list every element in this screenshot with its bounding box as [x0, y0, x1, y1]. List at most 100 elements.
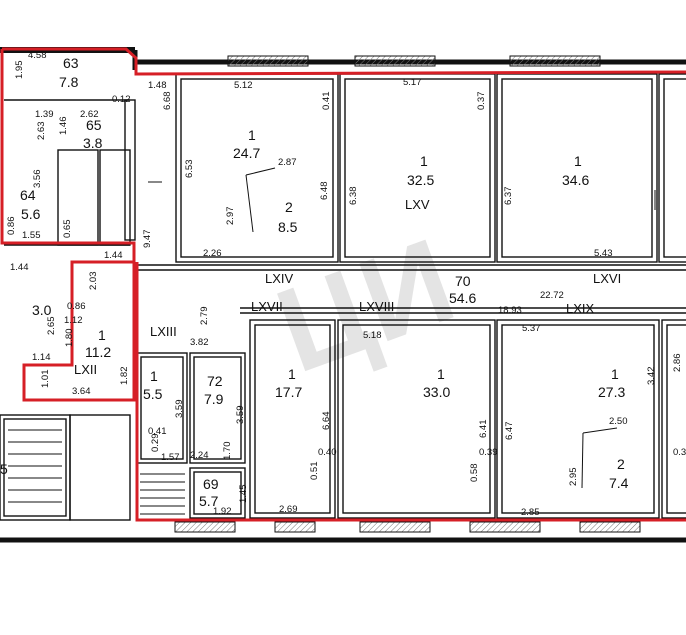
- room-number: 72: [207, 373, 223, 389]
- staircase-treads: [8, 429, 185, 515]
- dimension-label: 3.59: [235, 406, 246, 425]
- dimension-label: 0.65: [62, 220, 73, 239]
- dimension-label: 1.55: [22, 230, 41, 241]
- dimension-label: 0.41: [148, 426, 167, 437]
- dimension-label: 5.18: [363, 330, 382, 341]
- room-area: 54.6: [449, 290, 476, 306]
- room-number: 63: [63, 55, 79, 71]
- room-number: 69: [203, 476, 219, 492]
- unit-labels: LXIII LXIV LXV LXVI LXVII LXVIII LXIX LX…: [74, 197, 621, 377]
- dimension-label: 0.38: [673, 447, 686, 458]
- room-number: 1: [150, 368, 158, 384]
- dimension-label: 0.86: [67, 301, 86, 312]
- dimension-label: 6.53: [184, 160, 195, 179]
- unit-label: LXVI: [593, 271, 621, 286]
- dimension-label: 2.26: [203, 248, 222, 259]
- room-area: 7.9: [204, 391, 224, 407]
- unit-label: LXVII: [251, 299, 283, 314]
- dimension-label: 2.85: [521, 507, 540, 518]
- dimension-label: 1.12: [64, 315, 83, 326]
- room-area: 7.4: [609, 475, 629, 491]
- doors: [148, 167, 656, 489]
- windows-top: [227, 55, 601, 67]
- dimension-label: 2.79: [199, 307, 210, 326]
- interior-walls: [0, 73, 686, 521]
- room-area: 8.5: [278, 219, 298, 235]
- room-number: 1: [437, 366, 445, 382]
- dimension-label: 0.58: [469, 464, 480, 483]
- room-number: 2: [617, 456, 625, 472]
- room-area: 7.8: [59, 74, 79, 90]
- room-number: 1: [611, 366, 619, 382]
- room-area: 5.7: [199, 493, 219, 509]
- unit-label: LXIII: [150, 324, 177, 339]
- dimension-label: 2.65: [46, 317, 57, 336]
- dimension-label: 1.92: [213, 506, 232, 517]
- dimension-label: 6.64: [321, 412, 332, 431]
- dimension-label: 0.41: [321, 92, 332, 111]
- dimension-labels: 4.58 1.95 1.48 6.68 5.12 5.17 1.39 2.62 …: [6, 50, 686, 518]
- dimension-label: 2.69: [279, 504, 298, 515]
- windows-bottom: [174, 521, 641, 533]
- dimension-label: 9.47: [142, 230, 153, 249]
- dimension-label: 18.93: [498, 305, 522, 316]
- room-number: 1: [98, 327, 106, 343]
- dimension-label: 2.63: [36, 122, 47, 141]
- dimension-label: 1.82: [119, 367, 130, 386]
- dimension-label: 0.12: [112, 94, 131, 105]
- dimension-label: 2.97: [225, 207, 236, 226]
- room-number: 1: [574, 153, 582, 169]
- room-area: 33.0: [423, 384, 450, 400]
- dimension-label: 1.39: [35, 109, 54, 120]
- dimension-label: 6.68: [162, 92, 173, 111]
- room-number: 1: [288, 366, 296, 382]
- dimension-label: 1.01: [40, 370, 51, 389]
- room-area: 32.5: [407, 172, 434, 188]
- room-number: 1: [420, 153, 428, 169]
- dimension-label: 0.51: [309, 462, 320, 481]
- dimension-label: 6.47: [504, 422, 515, 441]
- dimension-label: 2.86: [672, 354, 683, 373]
- unit-label: LXIV: [265, 271, 294, 286]
- dimension-label: 0.40: [318, 447, 337, 458]
- dimension-label: 2.03: [88, 272, 99, 291]
- room-area: 24.7: [233, 145, 260, 161]
- room-number: 1: [248, 127, 256, 143]
- dimension-label: 1.80: [64, 329, 75, 348]
- unit-label: LXIX: [566, 301, 595, 316]
- room-area: 27.3: [598, 384, 625, 400]
- dimension-label: 4.58: [28, 50, 47, 61]
- dimension-label: 5.37: [522, 323, 541, 334]
- room-area: 5: [0, 461, 8, 477]
- room-area: 17.7: [275, 384, 302, 400]
- dimension-label: 3.82: [190, 337, 209, 348]
- dimension-label: 22.72: [540, 290, 564, 301]
- dimension-label: 3.59: [174, 400, 185, 419]
- dimension-label: 5.12: [234, 80, 253, 91]
- dimension-label: 1.70: [222, 442, 233, 461]
- dimension-label: 0.29: [150, 434, 161, 453]
- room-area: 3.0: [32, 302, 52, 318]
- dimension-label: 3.56: [32, 170, 43, 189]
- dimension-label: 1.57: [161, 452, 180, 463]
- dimension-label: 6.48: [319, 182, 330, 201]
- unit-label: LXII: [74, 362, 97, 377]
- dimension-label: 2.95: [568, 468, 579, 487]
- dimension-label: 2.24: [190, 450, 209, 461]
- dimension-label: 1.48: [148, 80, 167, 91]
- room-number: 70: [455, 273, 471, 289]
- dimension-label: 1.14: [32, 352, 51, 363]
- unit-label: LXV: [405, 197, 430, 212]
- dimension-label: 1.95: [14, 61, 25, 80]
- dimension-label: 2.62: [80, 109, 99, 120]
- room-area: 5.5: [143, 386, 163, 402]
- room-area: 5.6: [21, 206, 41, 222]
- dimension-label: 1.46: [58, 117, 69, 136]
- dimension-label: 2.87: [278, 157, 297, 168]
- dimension-label: 3.42: [646, 367, 657, 386]
- dimension-label: 0.86: [6, 217, 17, 236]
- room-number: 2: [285, 199, 293, 215]
- dimension-label: 6.38: [348, 187, 359, 206]
- room-number: 65: [86, 117, 102, 133]
